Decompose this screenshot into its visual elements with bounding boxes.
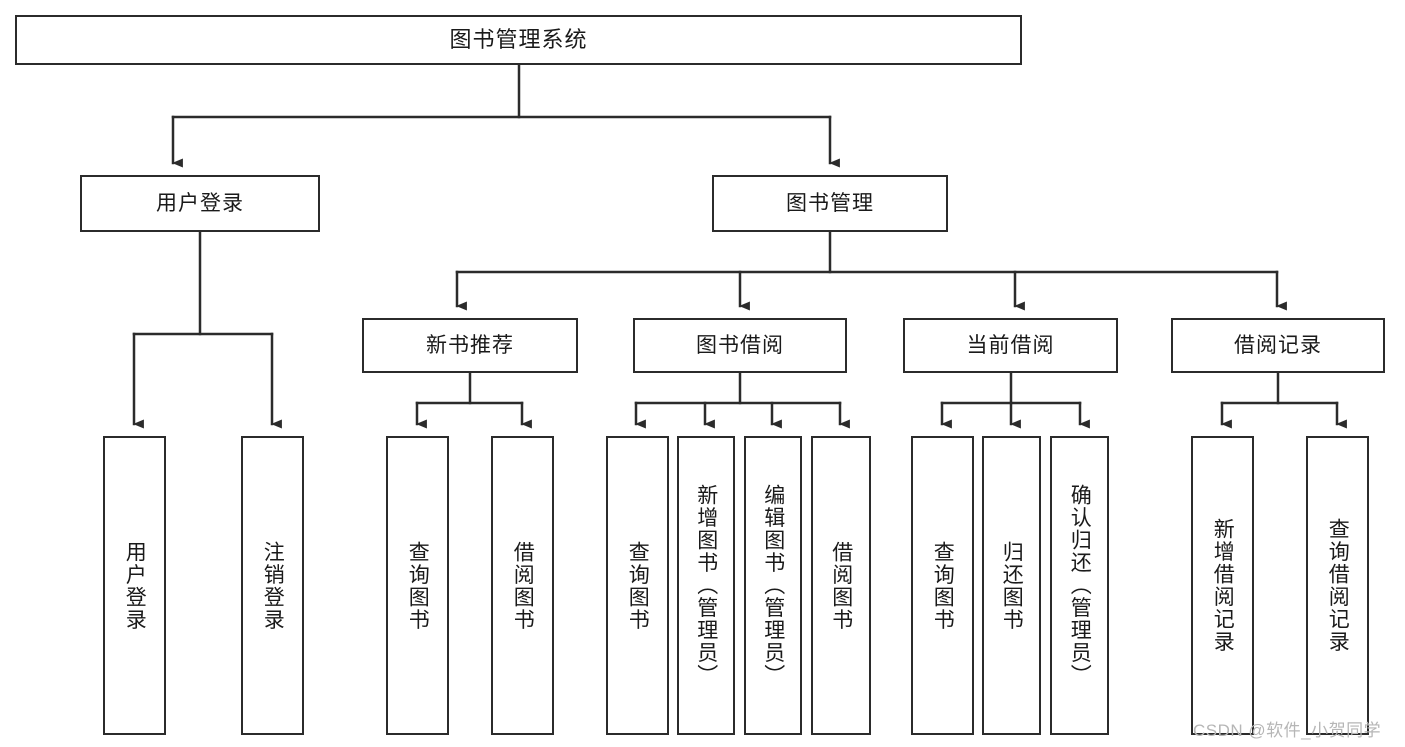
leaf-confirm-return-admin[interactable]: 确认归还（管理员） [1050, 436, 1109, 735]
leaf-edit-book-admin[interactable]: 编辑图书（管理员） [744, 436, 802, 735]
node-label: 新增借阅记录 [1211, 518, 1235, 653]
leaf-borrow-book-new[interactable]: 借阅图书 [491, 436, 554, 735]
node-user-login[interactable]: 用户登录 [80, 175, 320, 232]
node-label: 查询借阅记录 [1326, 518, 1350, 653]
node-label: 查询图书 [626, 540, 650, 631]
leaf-borrow-book[interactable]: 借阅图书 [811, 436, 871, 735]
leaf-user-login[interactable]: 用户登录 [103, 436, 166, 735]
node-label: 注销登录 [261, 540, 285, 631]
leaf-query-book-new[interactable]: 查询图书 [386, 436, 449, 735]
node-new-book-recommend[interactable]: 新书推荐 [362, 318, 578, 373]
node-label: 归还图书 [1000, 540, 1024, 631]
node-label: 确认归还（管理员） [1068, 484, 1092, 687]
node-label: 图书管理系统 [449, 26, 588, 52]
node-label: 新增图书（管理员） [694, 484, 718, 687]
leaf-return-book[interactable]: 归还图书 [982, 436, 1041, 735]
leaf-add-book-admin[interactable]: 新增图书（管理员） [677, 436, 735, 735]
node-label: 当前借阅 [966, 333, 1055, 357]
node-book-borrow[interactable]: 图书借阅 [633, 318, 847, 373]
node-book-management[interactable]: 图书管理 [712, 175, 948, 232]
leaf-query-borrow-record[interactable]: 查询借阅记录 [1306, 436, 1369, 735]
node-label: 新书推荐 [426, 333, 514, 357]
leaf-logout[interactable]: 注销登录 [241, 436, 304, 735]
node-root-book-management-system[interactable]: 图书管理系统 [15, 15, 1022, 65]
leaf-query-book-borrow[interactable]: 查询图书 [606, 436, 669, 735]
node-label: 查询图书 [931, 540, 955, 631]
leaf-add-borrow-record[interactable]: 新增借阅记录 [1191, 436, 1254, 735]
csdn-watermark: CSDN @软件_小贺同学 [1193, 721, 1382, 740]
node-borrow-record[interactable]: 借阅记录 [1171, 318, 1385, 373]
node-label: 借阅图书 [829, 540, 853, 631]
node-current-borrow[interactable]: 当前借阅 [903, 318, 1118, 373]
node-label: 借阅记录 [1234, 333, 1322, 357]
node-label: 图书管理 [786, 191, 874, 215]
node-label: 借阅图书 [511, 540, 535, 631]
node-label: 编辑图书（管理员） [761, 484, 785, 687]
node-label: 用户登录 [156, 191, 244, 215]
node-label: 用户登录 [123, 540, 147, 631]
leaf-query-book-current[interactable]: 查询图书 [911, 436, 974, 735]
node-label: 查询图书 [406, 540, 430, 631]
node-label: 图书借阅 [696, 333, 784, 357]
